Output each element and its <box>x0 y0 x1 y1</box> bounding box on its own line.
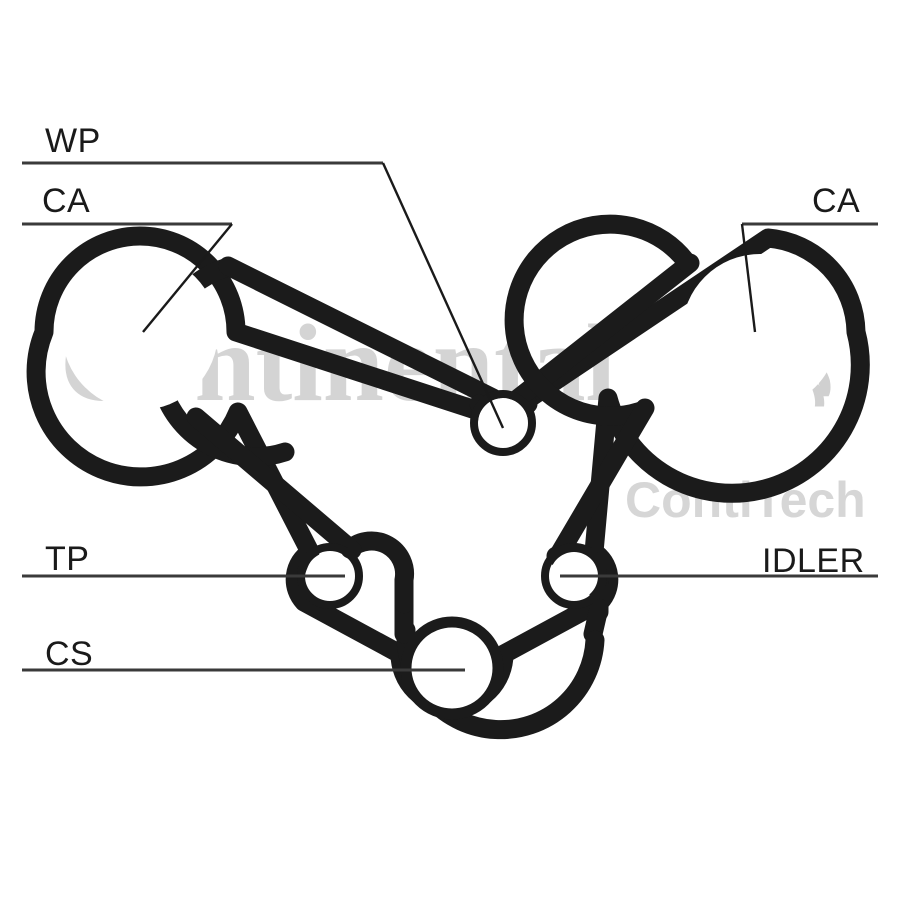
belt-strand-wp-to-ca-right <box>506 253 700 410</box>
pulley-wp-outline <box>470 390 536 456</box>
pulley-cs[interactable] <box>411 627 493 709</box>
callout-ca-left[interactable]: CA <box>22 182 233 333</box>
pulley-ca-left[interactable] <box>62 254 218 410</box>
belt-strand-idler-to-cs <box>583 598 609 644</box>
callout-label-tp: TP <box>45 540 89 578</box>
callout-ca-right[interactable]: CA <box>740 182 878 333</box>
callout-leader-ca-left <box>142 223 233 333</box>
callout-tp[interactable]: TP <box>22 540 345 578</box>
pulley-ca-right[interactable] <box>682 254 838 410</box>
belt-strand-ca-left-to-wp <box>218 256 503 408</box>
callout-wp[interactable]: WP <box>22 122 505 429</box>
belt-wrap-tp <box>340 531 415 614</box>
belt-strand-tp-to-ca-left <box>186 407 362 560</box>
pulley-wp[interactable] <box>478 398 528 448</box>
pulley-cs-outline <box>400 616 504 720</box>
belt-wrap-ca-right <box>504 214 698 426</box>
callout-leader-wp <box>381 162 505 429</box>
callout-label-idler: IDLER <box>762 542 865 580</box>
callout-cs[interactable]: CS <box>22 635 465 673</box>
callout-label-wp: WP <box>45 122 101 160</box>
callout-leader-ca-right <box>740 223 757 333</box>
belt-strand-ca-right-to-idler <box>548 398 655 566</box>
callout-label-ca-left: CA <box>42 182 90 220</box>
callout-label-ca-right: CA <box>812 182 860 220</box>
callout-idler[interactable]: IDLER <box>560 542 878 580</box>
callout-label-cs: CS <box>45 635 93 673</box>
